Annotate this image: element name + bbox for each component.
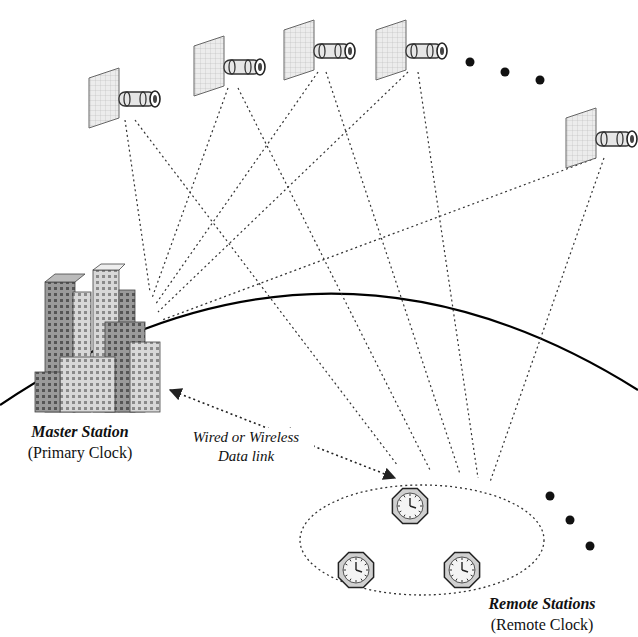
station-title: Master Station	[5, 422, 155, 442]
link-label: Wired or Wireless Data link	[178, 428, 314, 466]
remote-stations: Remote Stations(Remote Clock)	[298, 478, 636, 636]
station-subtitle: (Primary Clock)	[5, 443, 155, 463]
data-link-connector	[170, 390, 395, 478]
remote-clocks-illustration	[298, 478, 636, 636]
station-title: Remote Stations	[448, 594, 636, 614]
building-illustration	[5, 262, 170, 422]
station-subtitle: (Remote Clock)	[448, 615, 636, 635]
master-station: Master Station(Primary Clock)	[5, 262, 170, 462]
